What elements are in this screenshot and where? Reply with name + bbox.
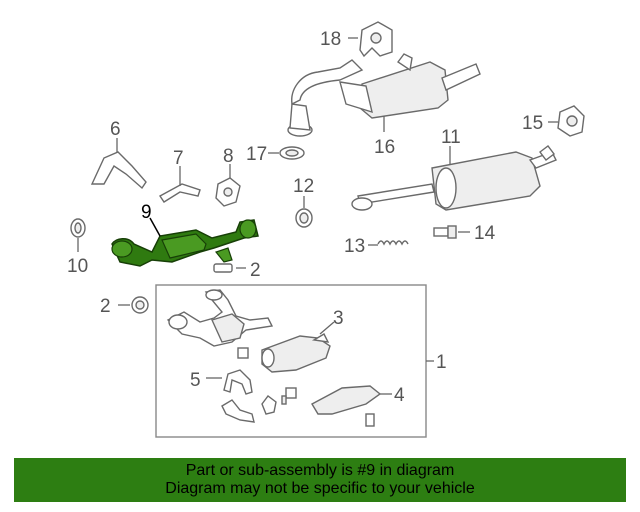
part-2-nut-upper[interactable] [213,263,233,273]
part-1-bolt[interactable] [281,387,297,405]
label-8[interactable]: 8 [223,146,234,167]
exhaust-parts-diagram: 18 16 15 17 11 6 [67,21,585,438]
banner-line-2: Diagram may not be specific to your vehi… [165,480,475,497]
label-7[interactable]: 7 [173,148,184,169]
label-2b[interactable]: 2 [100,296,111,317]
label-3[interactable]: 3 [333,308,344,329]
part-11-center-muffler[interactable] [351,145,557,211]
part-7-heat-shield[interactable] [158,183,201,203]
part-15-hanger[interactable] [557,105,585,137]
leader-3 [319,321,335,335]
label-15[interactable]: 15 [522,113,543,134]
part-18-hanger[interactable] [359,21,393,58]
info-banner: Part or sub-assembly is #9 in diagram Di… [14,458,626,502]
part-3-converter[interactable] [261,333,331,373]
label-5[interactable]: 5 [190,370,201,391]
part-14-bolt[interactable] [433,225,457,239]
part-17-gasket[interactable] [279,146,305,160]
part-13-spring[interactable] [377,240,409,246]
part-12-gasket[interactable] [295,208,313,228]
label-14[interactable]: 14 [474,223,496,244]
part-16-tail-pipe-assembly[interactable] [287,53,481,137]
label-4[interactable]: 4 [394,385,405,406]
label-13[interactable]: 13 [344,236,365,257]
label-1[interactable]: 1 [436,352,447,373]
label-10[interactable]: 10 [67,256,88,277]
part-8-hanger[interactable] [215,177,241,207]
part-4-heat-insulator[interactable] [311,385,382,415]
part-5-clamp[interactable] [221,369,277,423]
label-12[interactable]: 12 [293,176,314,197]
part-6-bracket[interactable] [90,151,147,190]
part-2-gasket-lower[interactable] [131,296,149,314]
label-17[interactable]: 17 [246,144,267,165]
label-18[interactable]: 18 [320,29,341,50]
part-1-bolt-lower[interactable] [365,413,375,427]
part-1-nut[interactable] [237,347,249,359]
part-9-front-pipe-catalytic-converter[interactable] [111,219,259,267]
label-9[interactable]: 9 [141,202,152,223]
part-10-gasket[interactable] [70,218,86,238]
label-6[interactable]: 6 [110,119,121,140]
leader-9 [149,217,161,237]
label-11[interactable]: 11 [441,127,461,148]
label-2a[interactable]: 2 [250,260,261,281]
part-1-pipe-assembly[interactable] [166,289,274,347]
label-16[interactable]: 16 [374,137,395,158]
banner-line-1: Part or sub-assembly is #9 in diagram [185,462,455,479]
